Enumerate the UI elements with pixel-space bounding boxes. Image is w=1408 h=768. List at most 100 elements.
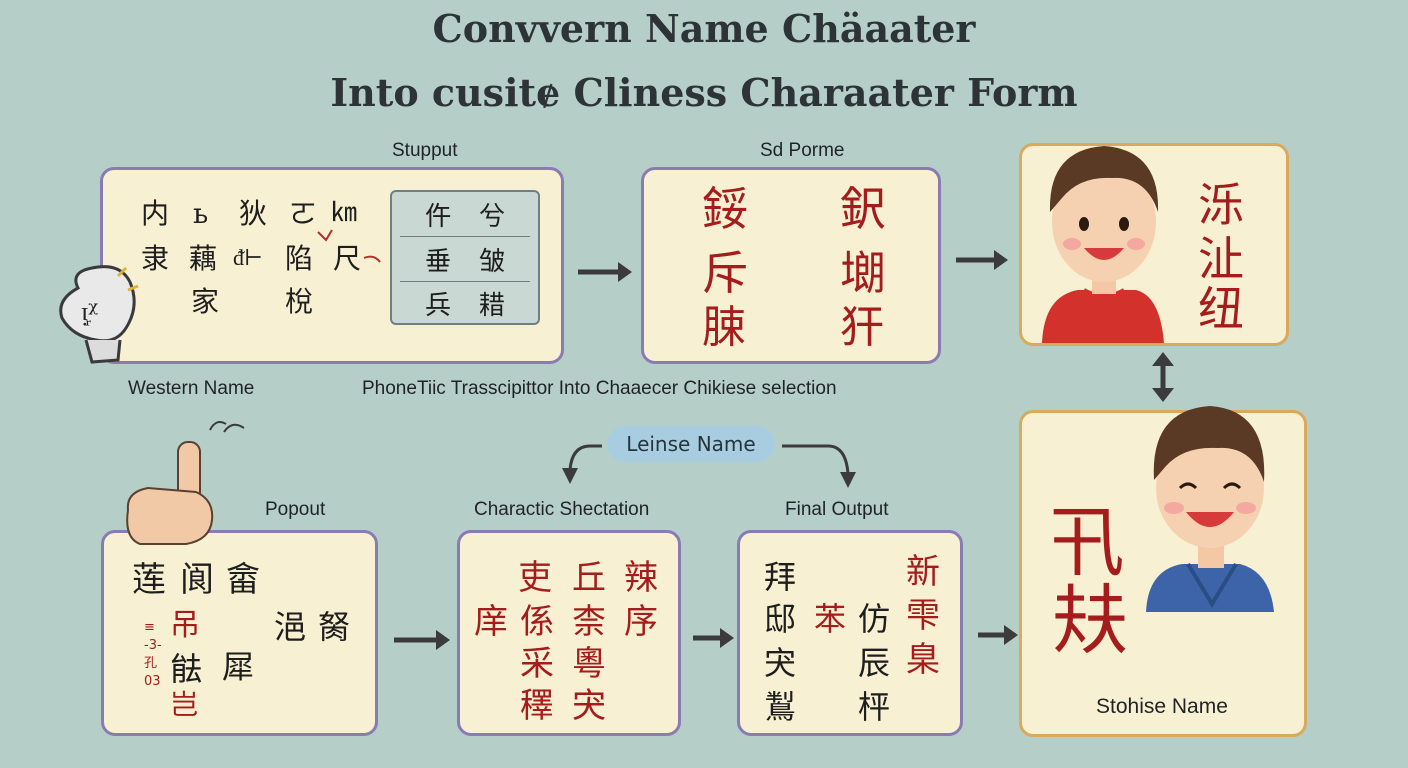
box5-char: 䆁 <box>520 686 554 726</box>
boy-portrait-red-icon <box>1042 146 1164 343</box>
arrow-head-icon <box>840 472 856 488</box>
label-stohise-name: Stohise Name <box>1096 695 1228 718</box>
popout-box: 莲 阆 畲 吊 浥 胬 䏻 犀 岂 ≡ -3- 孔 03 <box>101 530 378 736</box>
final-output-box: 拜 新 邸 苯 仿 雫 宊 辰 臬 鵥 枰 <box>737 530 963 736</box>
box4-char: 䏻 <box>170 650 203 688</box>
box1-char: ㎞ <box>331 198 358 228</box>
box7-char: 㚘 <box>1052 576 1128 665</box>
box5-char: 吏 <box>518 558 552 598</box>
table-cell: 耤 <box>479 290 506 321</box>
label-popout: Popout <box>265 499 326 520</box>
label-sd-porme: Sd Porme <box>760 140 845 161</box>
speech-bubble-icon <box>59 265 139 364</box>
box4-char: 岂 <box>170 688 199 721</box>
box1-char: 隶 <box>141 242 170 275</box>
box6-char: 邸 <box>764 600 797 638</box>
box1-char: 陷 <box>285 242 314 275</box>
bubble-char: ᴉ᷊ᵡ <box>81 297 98 327</box>
box6-char: 苯 <box>814 600 847 638</box>
pointing-hand-icon <box>126 421 245 545</box>
red-curve-icon <box>363 255 381 263</box>
box4-char: 胬 <box>318 608 351 646</box>
table-cell: 仵 <box>424 201 451 232</box>
box1-char: 尺 <box>333 242 362 275</box>
leinse-name-text: Leinse Name <box>626 432 756 456</box>
table-cell: 皱 <box>479 246 506 277</box>
box4-char: 吊 <box>170 608 200 643</box>
box2-char: 鋖 <box>702 182 748 236</box>
box1-char: ᵭ⊢ <box>233 246 263 271</box>
box4-char: 阆 <box>180 560 214 600</box>
table-row: 垂 皱 <box>392 237 538 281</box>
western-name-box: 内 ь 狄 ㄛ ㎞ 隶 藕 ᵭ⊢ 陷 尺 家 梲 仵 兮 垂 皱 兵 耤 <box>100 167 564 364</box>
label-final-output: Final Output <box>785 499 889 520</box>
box1-char: 内 <box>141 197 170 230</box>
table-divider <box>400 281 530 282</box>
box2-char: 犴 <box>840 302 884 353</box>
box6-char: 仿 <box>858 600 891 638</box>
box6-char: 拜 <box>764 558 797 596</box>
box4-char: 莲 <box>132 560 166 600</box>
red-check-icon <box>317 229 333 242</box>
arrow-head-icon <box>720 628 734 648</box>
box4-char: 犀 <box>222 648 255 686</box>
box2-char: 㙟 <box>840 246 886 300</box>
label-stupput: Stupput <box>392 140 458 161</box>
character-table: 仵 兮 垂 皱 兵 耤 <box>390 190 540 325</box>
box4-char: 浥 <box>274 608 307 646</box>
box6-char: 辰 <box>858 644 891 682</box>
box1-char: 梲 <box>285 285 314 318</box>
box2-char: 脨 <box>702 302 746 353</box>
label-western-name: Western Name <box>128 378 255 399</box>
charactic-shectation-box: 吏 丘 辣 庠 係 柰 序 采 粵 䆁 宊 <box>457 530 681 736</box>
box1-char: 家 <box>191 285 220 318</box>
label-charactic-shectation: Charactic Shectation <box>474 499 650 520</box>
arrow-head-icon <box>1152 388 1174 402</box>
box6-char: 宊 <box>764 644 797 682</box>
box6-char: 鵥 <box>764 688 797 726</box>
box3-char: 泺 <box>1198 178 1244 232</box>
table-divider <box>400 236 530 237</box>
arrow-head-icon <box>618 262 632 282</box>
box5-char: 粵 <box>572 644 606 684</box>
box5-char: 柰 <box>572 602 606 642</box>
box1-char: 狄 <box>239 197 268 230</box>
title-line-2: Into cusitɇ Cliness Charaater Form <box>330 70 1078 115</box>
box7-char: 卂 <box>1048 498 1124 587</box>
box1-char: ь <box>193 197 209 230</box>
arrow-head-icon <box>436 630 450 650</box>
arrow-head-icon <box>562 468 578 484</box>
arrow-head-icon <box>1152 352 1174 366</box>
box5-char: 辣 <box>624 558 658 598</box>
box2-char: 斥 <box>702 246 748 300</box>
box5-char: 係 <box>520 602 554 642</box>
box5-char: 丘 <box>572 558 606 598</box>
box2-char: 鈬 <box>840 182 886 236</box>
box5-char: 序 <box>624 602 658 642</box>
curve-arrow-right-icon <box>782 444 850 475</box>
box3-char: 沚 <box>1198 232 1244 286</box>
label-phonetic-transcription: PhoneTiic Trasscipittor Into Chaaecer Ch… <box>362 378 837 399</box>
box5-char: 采 <box>520 644 554 684</box>
table-cell: 兵 <box>424 290 451 321</box>
box6-char: 枰 <box>858 688 891 726</box>
box1-char: ㄛ <box>289 197 318 230</box>
table-cell: 垂 <box>424 246 451 277</box>
box6-char: 雫 <box>906 596 940 636</box>
tick-marks: ≡ -3- 孔 03 <box>144 620 162 689</box>
curve-arrow-left-icon <box>568 444 602 471</box>
box3-char: 纽 <box>1198 282 1244 336</box>
table-row: 仵 兮 <box>392 192 538 236</box>
boy-portrait-blue-icon <box>1146 406 1274 612</box>
arrow-head-icon <box>994 250 1008 270</box>
box5-char: 庠 <box>474 602 508 642</box>
table-cell: 兮 <box>479 201 506 232</box>
sd-porme-box: 鋖 鈬 斥 㙟 脨 犴 <box>641 167 941 364</box>
box5-char: 宊 <box>572 686 606 726</box>
box6-char: 新 <box>906 552 940 592</box>
box4-char: 畲 <box>226 560 260 600</box>
table-row: 兵 耤 <box>392 281 538 325</box>
box6-char: 臬 <box>906 640 940 680</box>
arrow-head-icon <box>1004 625 1018 645</box>
